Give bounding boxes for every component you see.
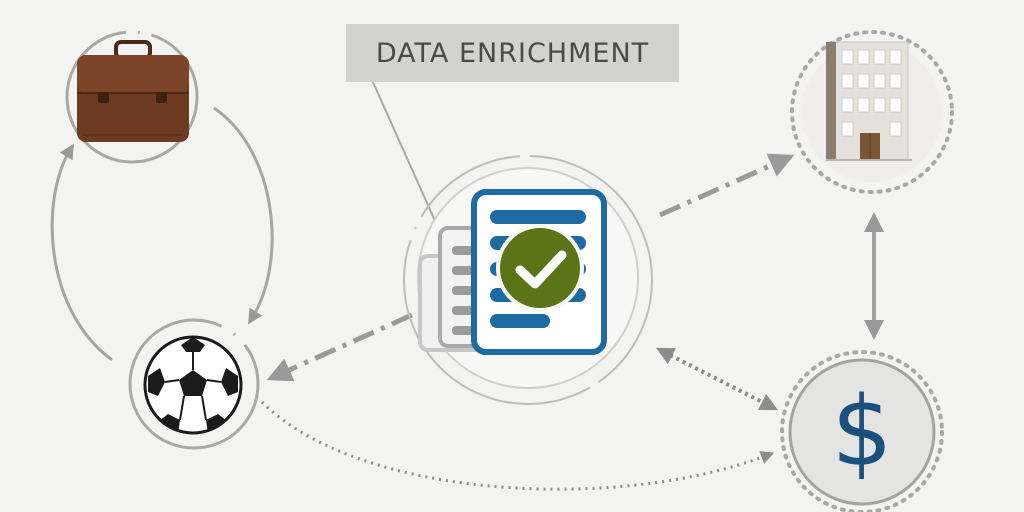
check-badge-icon	[496, 224, 584, 312]
data-enrichment-label: DATA ENRICHMENT	[346, 24, 679, 82]
soccer-ball-node	[128, 318, 260, 450]
enriched-document-icon	[471, 189, 607, 355]
dollar-icon: $	[831, 376, 892, 488]
callout-pointer	[371, 79, 441, 233]
briefcase-to-ball-arrow	[213, 106, 274, 325]
center-node	[403, 155, 653, 405]
building-node	[790, 30, 954, 194]
ball-to-dollar-arrow	[260, 400, 775, 491]
briefcase-ring	[65, 30, 199, 164]
center-to-ball-arrow	[266, 312, 414, 382]
dollar-node: $	[780, 350, 944, 512]
dollar-ring	[788, 358, 936, 506]
building-icon	[826, 41, 912, 161]
soccer-ring	[128, 318, 260, 450]
center-dollar-arrow	[655, 347, 779, 411]
center-to-building-arrow	[658, 153, 795, 218]
data-enrichment-label-text: DATA ENRICHMENT	[375, 37, 650, 69]
building-ring	[790, 30, 954, 194]
ball-to-briefcase-arrow	[50, 143, 113, 362]
center-outer-ring	[403, 155, 653, 405]
briefcase-node	[65, 30, 199, 164]
soccer-ball-icon	[143, 335, 243, 435]
dollar-ring-dotted	[780, 350, 944, 512]
briefcase-icon	[77, 40, 189, 142]
